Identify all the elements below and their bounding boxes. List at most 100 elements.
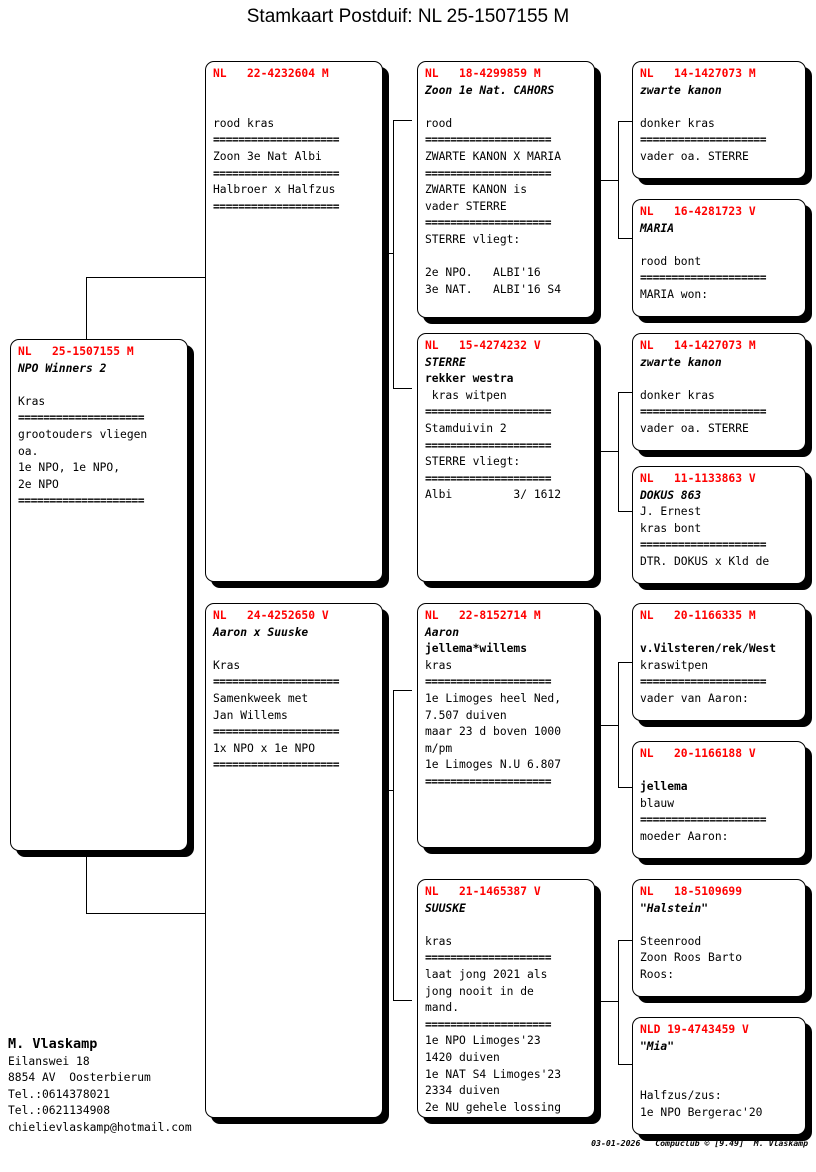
father-ring: NL 22-4232604 M [213, 67, 329, 80]
connector-gp3-stem [601, 725, 618, 726]
ggp7-ring: NL 18-5109699 [640, 885, 743, 898]
owner-info: M. Vlaskamp Eilanswei 18 8854 AV Oosterb… [8, 1034, 192, 1136]
gp1-line-3: ZWARTE KANON X MARIA [425, 149, 562, 163]
grandparent-1-box[interactable]: NL 18-4299859 M Zoon 1e Nat. CAHORS rood… [417, 61, 595, 318]
subject-spacer [18, 377, 180, 394]
ggp7-line-2: Zoon Roos Barto [640, 951, 743, 965]
father-box[interactable]: NL 22-4232604 M rood kras ==============… [205, 61, 383, 582]
gp4-rule-1: ==================== [425, 951, 552, 965]
page-title: Stamkaart Postduif: NL 25-1507155 M [246, 6, 570, 27]
gp1-line-1: rood [425, 116, 453, 130]
grandparent-4-box[interactable]: NL 21-1465387 V SUUSKE kras ============… [417, 879, 595, 1118]
gp1-line-10: 2e NPO. ALBI'16 [425, 266, 541, 280]
ggp8-spacer-b [640, 1072, 798, 1089]
connector-gp1-vertical [618, 121, 619, 238]
connector-gp2-to-ggp4 [618, 511, 636, 512]
owner-tel-1: Tel.:0614378021 [8, 1087, 111, 1101]
ggp1-line-3: vader oa. STERRE [640, 149, 749, 163]
gp1-spacer [425, 99, 587, 116]
ggp2-spacer [640, 237, 798, 254]
great-grandparent-5-box[interactable]: NL 20-1166335 M v.Vilsteren/rek/West kra… [632, 603, 806, 721]
gp1-ring: NL 18-4299859 M [425, 67, 541, 80]
connector-gp3-to-ggp6 [618, 787, 636, 788]
gp2-subname: rekker westra [425, 372, 514, 386]
subject-name: NPO Winners 2 [18, 361, 107, 375]
gp3-line-5: m/pm [425, 741, 453, 755]
ggp8-line-2: Halfzus/zus: [640, 1089, 722, 1103]
gp2-line-2: Stamduivin 2 [425, 421, 507, 435]
father-spacer-a [213, 83, 375, 100]
gp2-line-0: kras witpen [425, 388, 507, 402]
mother-line-1: Kras [213, 658, 241, 672]
gp2-ring: NL 15-4274232 V [425, 339, 541, 352]
ggp3-spacer [640, 371, 798, 388]
mother-box[interactable]: NL 24-4252650 V Aaron x Suuske Kras ====… [205, 603, 383, 1118]
owner-address-2: 8854 AV Oosterbierum [8, 1071, 151, 1085]
gp4-name: SUUSKE [425, 901, 466, 915]
subject-ring: NL 25-1507155 M [18, 345, 134, 358]
ggp7-spacer [640, 917, 798, 934]
owner-address-1: Eilanswei 18 [8, 1055, 90, 1068]
ggp3-name: zwarte kanon [640, 355, 722, 369]
connector-father-to-gp1 [393, 120, 412, 121]
gp3-line-2: 1e Limoges heel Ned, [425, 691, 562, 705]
ggp1-rule: ==================== [640, 133, 767, 147]
subject-line-4: oa. [18, 444, 39, 458]
gp1-rule-1: ==================== [425, 133, 552, 147]
mother-rule-1: ==================== [213, 675, 340, 689]
connector-gp1-stem [601, 180, 618, 181]
great-grandparent-3-box[interactable]: NL 14-1427073 M zwarte kanon donker kras… [632, 333, 806, 451]
ggp8-ring: NLD 19-4743459 V [640, 1023, 749, 1036]
connector-subject-to-mother [86, 913, 205, 914]
gp3-subname: jellema*willems [425, 642, 528, 656]
gp1-name: Zoon 1e Nat. CAHORS [425, 83, 555, 97]
gp2-rule-1: ==================== [425, 405, 552, 419]
subject-line-5: 1e NPO, 1e NPO, [18, 461, 121, 475]
father-rule-3: ==================== [213, 199, 340, 213]
gp3-line-0: kras [425, 658, 453, 672]
connector-gp3-to-ggp5 [618, 662, 636, 663]
grandparent-3-box[interactable]: NL 22-8152714 M Aaron jellema*willems kr… [417, 603, 595, 848]
owner-tel-2: Tel.:0621134908 [8, 1104, 111, 1118]
grandparent-2-box[interactable]: NL 15-4274232 V STERRE rekker westra kra… [417, 333, 595, 582]
credit-line: 03-01-2026 Compuclub © [9.49] M. Vlaskam… [591, 1138, 808, 1148]
connector-gp1-to-ggp1 [618, 121, 636, 122]
great-grandparent-6-box[interactable]: NL 20-1166188 V jellema blauw ==========… [632, 741, 806, 859]
connector-mother-to-gp4 [393, 1000, 412, 1001]
gp1-line-8: STERRE vliegt: [425, 232, 521, 246]
ggp8-name: "Mia" [640, 1039, 675, 1053]
ggp7-line-3: Roos: [640, 967, 675, 981]
gp4-line-4: jong nooit in de [425, 984, 534, 998]
ggp4-subname: J. Ernest [640, 505, 702, 519]
connector-subject-to-father [86, 277, 205, 278]
connector-gp3-vertical [618, 662, 619, 787]
great-grandparent-1-box[interactable]: NL 14-1427073 M zwarte kanon donker kras… [632, 61, 806, 179]
connector-father-vertical [393, 120, 394, 388]
subject-box[interactable]: NL 25-1507155 M NPO Winners 2 Kras =====… [10, 339, 188, 851]
great-grandparent-8-box[interactable]: NLD 19-4743459 V "Mia" Halfzus/zus: 1e N… [632, 1017, 806, 1135]
great-grandparent-2-box[interactable]: NL 16-4281723 V MARIA rood bont ========… [632, 199, 806, 317]
gp4-line-7: 1e NPO Limoges'23 [425, 1034, 541, 1048]
gp1-rule-3: ==================== [425, 216, 552, 230]
ggp6-rule: ==================== [640, 813, 767, 827]
ggp4-rule: ==================== [640, 538, 767, 552]
connector-mother-vertical [393, 690, 394, 1000]
great-grandparent-4-box[interactable]: NL 11-1133863 V DOKUS 863 J. Ernest kras… [632, 466, 806, 584]
connector-gp4-stem [601, 1001, 618, 1002]
gp4-line-1: kras [425, 934, 453, 948]
ggp5-spacer [640, 625, 798, 642]
great-grandparent-7-box[interactable]: NL 18-5109699 "Halstein" Steenrood Zoon … [632, 879, 806, 997]
gp4-line-11: 2e NU gehele lossing [425, 1100, 562, 1114]
gp1-line-5: ZWARTE KANON is [425, 183, 528, 197]
subject-line-6: 2e NPO [18, 477, 59, 491]
gp3-line-4: maar 23 d boven 1000 [425, 725, 562, 739]
ggp6-line-0: blauw [640, 796, 675, 810]
mother-rule-3: ==================== [213, 758, 340, 772]
ggp4-ring: NL 11-1133863 V [640, 472, 756, 485]
ggp4-line-0: kras bont [640, 521, 702, 535]
gp2-line-4: STERRE vliegt: [425, 455, 521, 469]
connector-gp4-to-ggp7 [618, 940, 636, 941]
ggp3-line-1: donker kras [640, 388, 715, 402]
ggp1-spacer [640, 99, 798, 116]
